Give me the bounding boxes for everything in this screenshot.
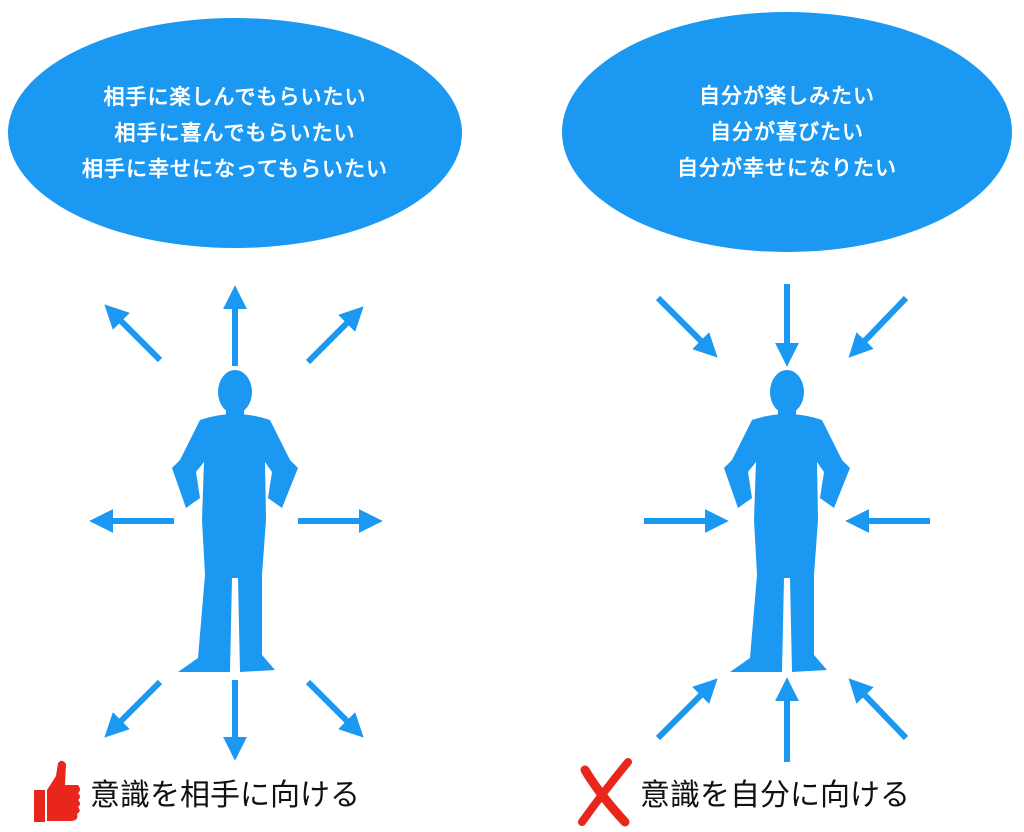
arrow-down-left xyxy=(104,679,163,738)
bubble-line: 自分が楽しみたい xyxy=(699,84,875,108)
left-thought-bubble: 相手に楽しんでもらいたい 相手に喜んでもらいたい 相手に幸せになってもらいたい xyxy=(8,18,462,248)
arrow-down-right xyxy=(305,679,364,738)
arrow-up-left xyxy=(104,304,163,363)
arrow-in-top-right xyxy=(848,295,909,358)
bubble-line: 相手に喜んでもらいたい xyxy=(114,121,356,145)
right-caption: 意識を自分に向ける xyxy=(640,778,910,813)
person-right-silhouette xyxy=(724,370,850,672)
bubble-line: 自分が喜びたい xyxy=(710,120,864,144)
arrow-in-bottom-left xyxy=(655,678,718,741)
outward-arrows xyxy=(89,285,383,761)
cross-mark-icon xyxy=(578,758,632,827)
inward-arrows xyxy=(644,284,930,762)
bubble-line: 相手に楽しんでもらいたい xyxy=(103,85,367,109)
thumbs-up-icon xyxy=(34,760,80,822)
left-caption: 意識を相手に向ける xyxy=(90,778,360,813)
person-left-silhouette xyxy=(172,370,298,672)
bubble-line: 自分が幸せになりたい xyxy=(677,156,897,180)
arrow-up-right xyxy=(305,306,364,365)
right-thought-bubble: 自分が楽しみたい 自分が喜びたい 自分が幸せになりたい xyxy=(562,12,1012,252)
arrow-in-bottom-right xyxy=(848,678,909,741)
bubble-line: 相手に幸せになってもらいたい xyxy=(82,157,388,181)
arrow-in-top-left xyxy=(655,295,718,358)
